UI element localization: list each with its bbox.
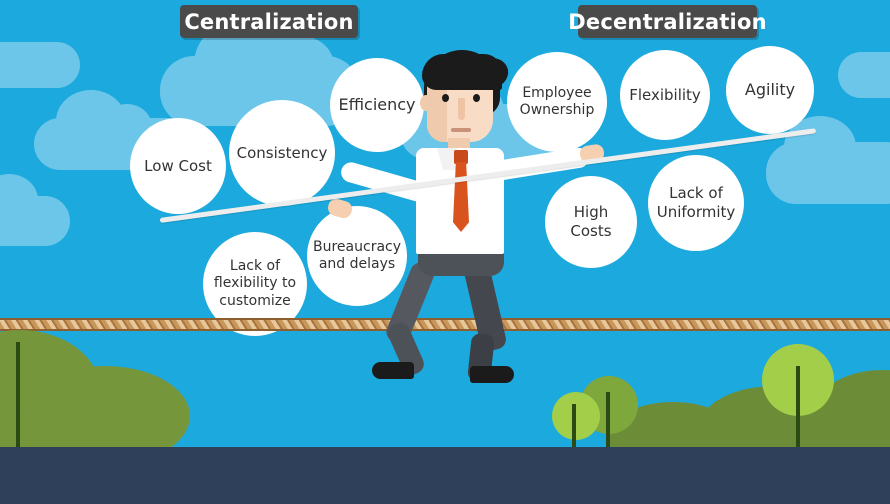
hair-sweep xyxy=(474,55,510,91)
cloud-far-left-top xyxy=(0,42,80,88)
cloud-lobe xyxy=(268,36,334,96)
mouth xyxy=(451,128,471,132)
bubble-centralization-1: Consistency xyxy=(229,100,335,206)
cloud-far-right-top xyxy=(838,52,890,98)
nose xyxy=(458,98,465,120)
bubble-centralization-2: Efficiency xyxy=(330,58,424,152)
bubble-decentralization-2: Agility xyxy=(726,46,814,134)
bubble-centralization-4: Bureaucracy and delays xyxy=(307,206,407,306)
bubble-label: High Costs xyxy=(570,203,612,240)
cloud-left-low xyxy=(0,174,70,246)
bubble-label: Low Cost xyxy=(144,156,212,175)
bubble-label: Employee Ownership xyxy=(519,84,595,119)
right-eye xyxy=(473,94,480,102)
tie xyxy=(453,162,469,232)
bubble-label: Bureaucracy and delays xyxy=(313,238,402,273)
tree-trunk-right-a xyxy=(606,392,610,450)
bubble-label: Flexibility xyxy=(629,85,701,104)
bubble-label: Agility xyxy=(744,80,796,99)
bubble-centralization-0: Low Cost xyxy=(130,118,226,214)
left-eye xyxy=(442,94,449,102)
back-shoe xyxy=(372,362,414,379)
heading-centralization: Centralization xyxy=(180,5,358,38)
tree-trunk-right-big xyxy=(796,366,800,450)
bubble-decentralization-0: Employee Ownership xyxy=(507,52,607,152)
tightrope-walker-figure xyxy=(326,50,606,383)
bubble-label: Lack of flexibility to customize xyxy=(213,257,297,309)
bubble-label: Lack of Uniformity xyxy=(656,184,736,221)
bubble-label: Efficiency xyxy=(338,95,416,114)
ground-band xyxy=(0,447,890,504)
bubble-decentralization-1: Flexibility xyxy=(620,50,710,140)
tree-trunk-right-b xyxy=(572,404,576,450)
tightrope xyxy=(0,318,890,331)
bubble-decentralization-4: Lack of Uniformity xyxy=(648,155,744,251)
front-shoe xyxy=(470,366,514,383)
cloud-right-low xyxy=(766,116,890,204)
tree-canopy-right-a xyxy=(552,392,600,440)
tie-knot xyxy=(454,150,468,164)
cloud-lobe xyxy=(784,116,856,178)
bubble-decentralization-3: High Costs xyxy=(545,176,637,268)
heading-decentralization: Decentralization xyxy=(568,5,767,38)
tree-trunk-left xyxy=(16,342,20,452)
bubble-label: Consistency xyxy=(236,143,328,162)
